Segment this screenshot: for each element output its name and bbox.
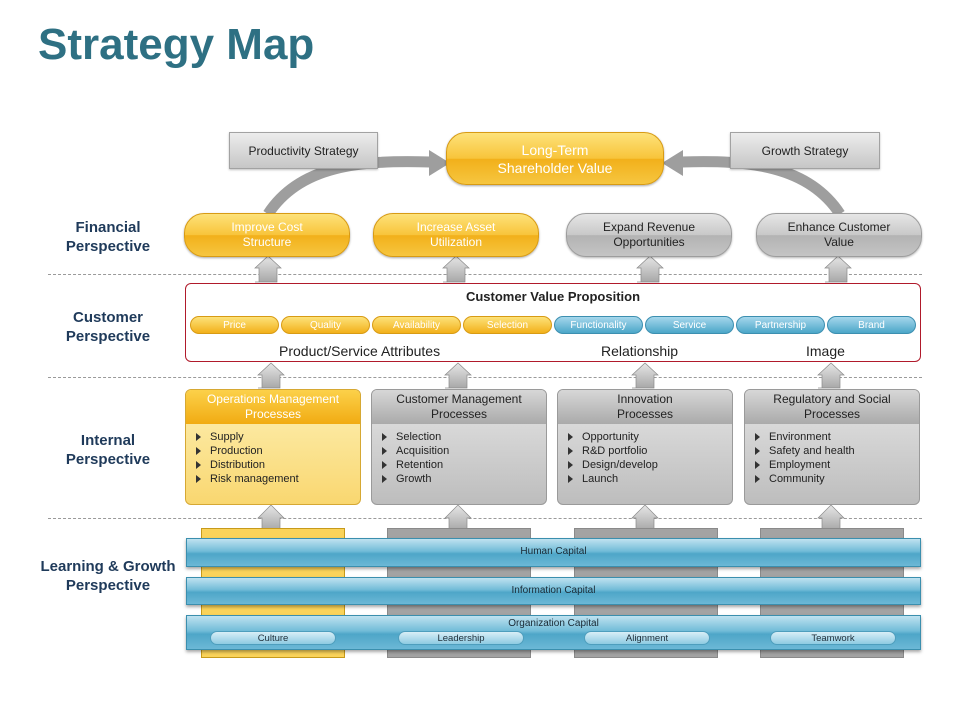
process-title: Customer Management Processes	[372, 390, 546, 424]
attr-price: Price	[190, 316, 279, 334]
up-arrow-cust-3	[631, 362, 659, 389]
process-item: Safety and health	[755, 444, 919, 458]
process-box-operations: Operations Management Processes Supply P…	[185, 389, 361, 505]
up-arrow-int-4	[817, 504, 845, 531]
attr-availability: Availability	[372, 316, 461, 334]
process-item: Risk management	[196, 472, 360, 486]
divider-internal-learning	[48, 518, 922, 519]
bullet-icon	[568, 433, 573, 441]
bullet-icon	[755, 475, 760, 483]
curved-arrow-right	[681, 156, 845, 218]
bullet-icon	[196, 461, 201, 469]
process-item: Production	[196, 444, 360, 458]
org-item-alignment: Alignment	[584, 631, 710, 645]
long-term-shareholder-value-box: Long-Term Shareholder Value	[446, 132, 664, 185]
bullet-icon	[196, 447, 201, 455]
attr-functionality: Functionality	[554, 316, 643, 334]
bullet-icon	[568, 447, 573, 455]
org-item-leadership: Leadership	[398, 631, 524, 645]
customer-value-proposition-frame	[185, 283, 921, 362]
customer-perspective-label: Customer Perspective	[65, 309, 151, 345]
divider-customer-internal	[48, 377, 922, 378]
group-image: Image	[806, 343, 845, 359]
human-capital-label: Human Capital	[520, 546, 587, 557]
process-item: Launch	[568, 472, 732, 486]
increase-asset-utilization: Increase Asset Utilization	[373, 213, 539, 257]
curved-arrow-left-head	[429, 150, 450, 176]
bullet-icon	[568, 461, 573, 469]
bullet-icon	[755, 433, 760, 441]
divider-financial-customer	[48, 274, 922, 275]
up-arrow-fin-1	[254, 255, 282, 283]
process-item: Growth	[382, 472, 546, 486]
human-capital-band: Human Capital	[186, 538, 921, 567]
process-item: Supply	[196, 430, 360, 444]
growth-strategy-box: Growth Strategy	[730, 132, 880, 169]
process-title: Operations Management Processes	[186, 390, 360, 424]
up-arrow-int-3	[631, 504, 659, 531]
process-title: Regulatory and Social Processes	[745, 390, 919, 424]
bullet-icon	[196, 433, 201, 441]
org-item-culture: Culture	[210, 631, 336, 645]
up-arrow-fin-2	[442, 255, 470, 283]
up-arrow-cust-4	[817, 362, 845, 389]
bullet-icon	[196, 475, 201, 483]
org-item-teamwork: Teamwork	[770, 631, 896, 645]
up-arrow-fin-3	[636, 255, 664, 283]
expand-revenue-opportunities: Expand Revenue Opportunities	[566, 213, 732, 257]
page-title: Strategy Map	[38, 20, 315, 69]
attr-partnership: Partnership	[736, 316, 825, 334]
process-item: Environment	[755, 430, 919, 444]
bullet-icon	[382, 447, 387, 455]
process-item: Distribution	[196, 458, 360, 472]
productivity-strategy-box: Productivity Strategy	[229, 132, 378, 169]
bullet-icon	[382, 475, 387, 483]
organization-capital-label: Organization Capital	[508, 618, 599, 629]
bullet-icon	[382, 433, 387, 441]
process-item: Selection	[382, 430, 546, 444]
customer-value-proposition-title: Customer Value Proposition	[465, 289, 641, 304]
financial-perspective-label: Financial Perspective	[65, 219, 151, 255]
process-item: Employment	[755, 458, 919, 472]
information-capital-label: Information Capital	[511, 585, 596, 596]
improve-cost-structure: Improve Cost Structure	[184, 213, 350, 257]
up-arrow-cust-1	[257, 362, 285, 389]
attr-brand: Brand	[827, 316, 916, 334]
process-box-regulatory-social: Regulatory and Social Processes Environm…	[744, 389, 920, 505]
process-box-customer-management: Customer Management Processes Selection …	[371, 389, 547, 505]
enhance-customer-value: Enhance Customer Value	[756, 213, 922, 257]
bullet-icon	[755, 461, 760, 469]
up-arrow-int-2	[444, 504, 472, 531]
process-box-innovation: Innovation Processes Opportunity R&D por…	[557, 389, 733, 505]
process-item: Opportunity	[568, 430, 732, 444]
internal-perspective-label: Internal Perspective	[65, 432, 151, 468]
process-item: Community	[755, 472, 919, 486]
up-arrow-fin-4	[824, 255, 852, 283]
group-relationship: Relationship	[601, 343, 679, 359]
process-item: Acquisition	[382, 444, 546, 458]
process-item: Retention	[382, 458, 546, 472]
process-item: R&D portfolio	[568, 444, 732, 458]
bullet-icon	[755, 447, 760, 455]
bullet-icon	[568, 475, 573, 483]
bullet-icon	[382, 461, 387, 469]
up-arrow-int-1	[257, 504, 285, 531]
attr-service: Service	[645, 316, 734, 334]
curved-arrow-right-head	[662, 150, 683, 176]
attr-selection: Selection	[463, 316, 552, 334]
process-title: Innovation Processes	[558, 390, 732, 424]
information-capital-band: Information Capital	[186, 577, 921, 605]
curved-arrow-left	[263, 156, 431, 218]
group-product-service-attributes: Product/Service Attributes	[279, 343, 441, 359]
process-item: Design/develop	[568, 458, 732, 472]
attr-quality: Quality	[281, 316, 370, 334]
up-arrow-cust-2	[444, 362, 472, 389]
learning-growth-perspective-label: Learning & Growth Perspective	[40, 558, 176, 594]
